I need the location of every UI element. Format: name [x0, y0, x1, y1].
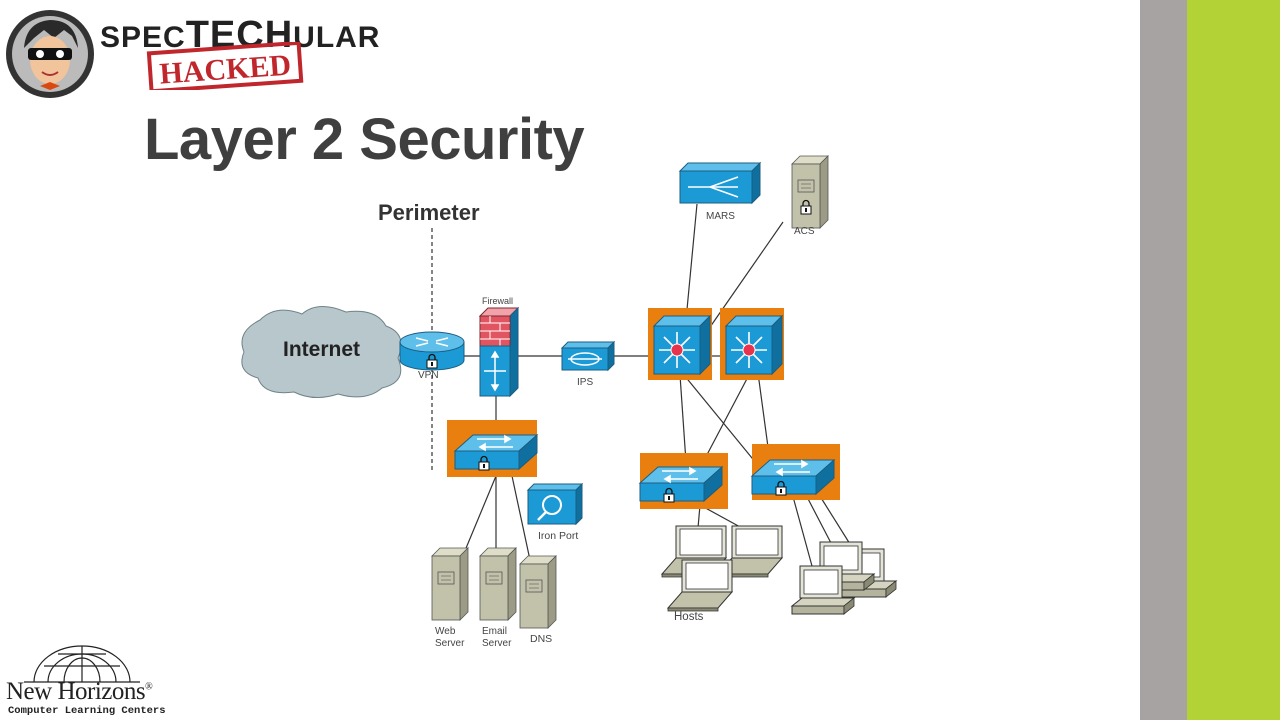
network-links: [462, 203, 861, 571]
web-server-label-2: Server: [435, 638, 465, 649]
slide-title: Layer 2 Security: [144, 107, 585, 172]
internet-cloud: [241, 306, 402, 398]
firewall-icon: [478, 306, 520, 398]
side-bar-green: [1187, 0, 1280, 720]
core-switch-2-icon: [725, 315, 783, 375]
web-server-label-1: Web: [435, 626, 456, 637]
mars-label: MARS: [706, 211, 735, 222]
iron-port-label: Iron Port: [538, 530, 578, 542]
new-horizons-logo-subtitle: Computer Learning Centers: [8, 705, 166, 717]
core-switch-1-icon: [653, 315, 711, 375]
vpn-label: VPN: [418, 370, 439, 381]
new-horizons-globe-logo-icon: [24, 645, 140, 683]
vpn-router-icon: [399, 331, 465, 371]
brand-wordmark-prefix: SPEC: [100, 21, 186, 54]
network-diagram: Internet VPN Firewall IPS MARS: [241, 155, 897, 649]
dns-label: DNS: [530, 633, 552, 645]
dns-server-icon: [519, 555, 557, 629]
side-bar-grey: [1140, 0, 1187, 720]
new-horizons-logo-name: New Horizons®: [6, 678, 153, 706]
new-horizons-name-text: New Horizons: [6, 678, 146, 705]
internet-label: Internet: [283, 338, 360, 361]
email-server-icon: [479, 547, 517, 621]
iron-port-appliance-icon: [526, 482, 584, 526]
hacked-stamp: HACKED: [146, 42, 304, 90]
firewall-label: Firewall: [482, 296, 513, 306]
web-server-icon: [431, 547, 469, 621]
email-server-label-1: Email: [482, 626, 507, 637]
hacker-avatar-icon: [6, 10, 94, 98]
mars-appliance-icon: [678, 161, 762, 205]
acs-server-icon: [791, 155, 829, 229]
acs-label: ACS: [794, 226, 815, 237]
ips-label: IPS: [577, 377, 593, 388]
perimeter-label: Perimeter: [378, 200, 480, 225]
hosts-label: Hosts: [674, 611, 704, 623]
brand-wordmark-suffix: ULAR: [293, 21, 381, 54]
registered-mark: ®: [145, 681, 153, 693]
email-server-label-2: Server: [482, 638, 512, 649]
ips-sensor-icon: [560, 340, 616, 372]
